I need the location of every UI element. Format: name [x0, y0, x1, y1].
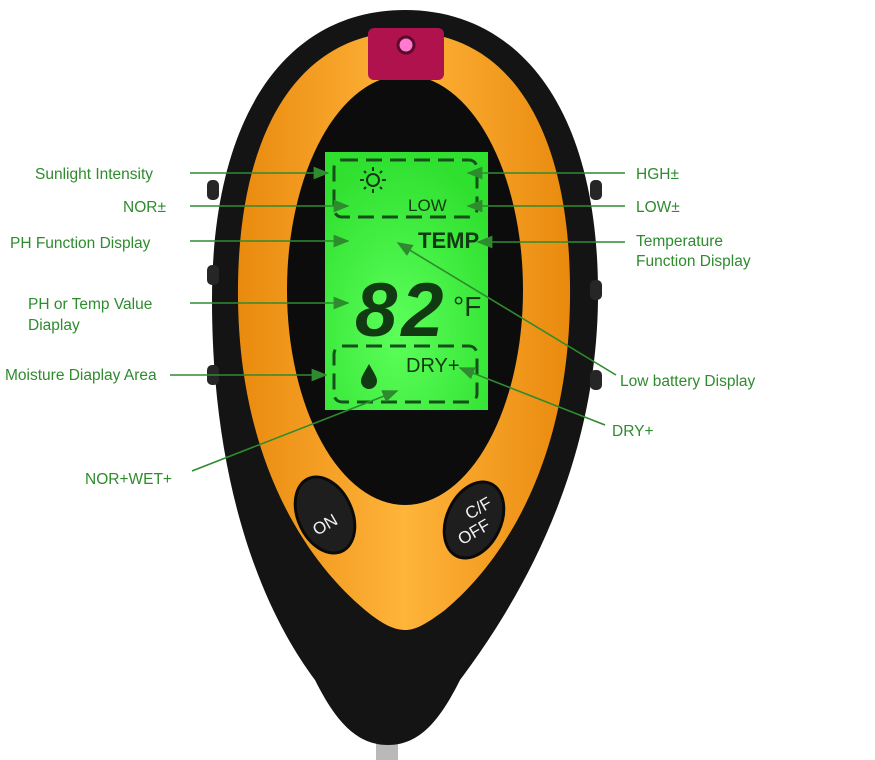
lcd-value: 82 [355, 268, 448, 353]
line-low-battery [396, 242, 617, 376]
label-nor: NOR± [123, 199, 166, 216]
cf-off-button[interactable]: C/F OFF [433, 472, 516, 567]
label-dry: DRY+ [612, 423, 654, 440]
label-temp-2: Function Display [636, 253, 751, 270]
label-low: LOW± [636, 199, 680, 216]
label-hgh: HGH± [636, 166, 679, 183]
lcd-low-indicator: LOW [408, 196, 447, 215]
on-button[interactable]: ON [284, 467, 367, 562]
label-temp-1: Temperature [636, 233, 723, 250]
label-moisture: Moisture Diaplay Area [5, 367, 157, 384]
indicator-light [396, 35, 416, 55]
lcd-temp-indicator: TEMP [418, 228, 479, 253]
callout-lines [170, 166, 625, 472]
sun-icon [360, 167, 386, 193]
line-nor-wet [191, 390, 399, 472]
lcd-moisture-indicator: DRY+ [406, 355, 460, 377]
side-grips [207, 180, 602, 390]
label-nor-wet: NOR+WET+ [85, 471, 172, 488]
line-dry [458, 367, 606, 426]
label-sunlight: Sunlight Intensity [35, 166, 153, 183]
lcd-top-zone [332, 158, 479, 219]
water-drop-icon [361, 364, 377, 389]
label-low-battery: Low battery Display [620, 373, 756, 390]
lcd-unit: °F [453, 291, 481, 322]
label-ph-function: PH Function Display [10, 235, 151, 252]
label-ph-temp-1: PH or Temp Value [28, 296, 152, 313]
label-ph-temp-2: Diaplay [28, 317, 80, 334]
